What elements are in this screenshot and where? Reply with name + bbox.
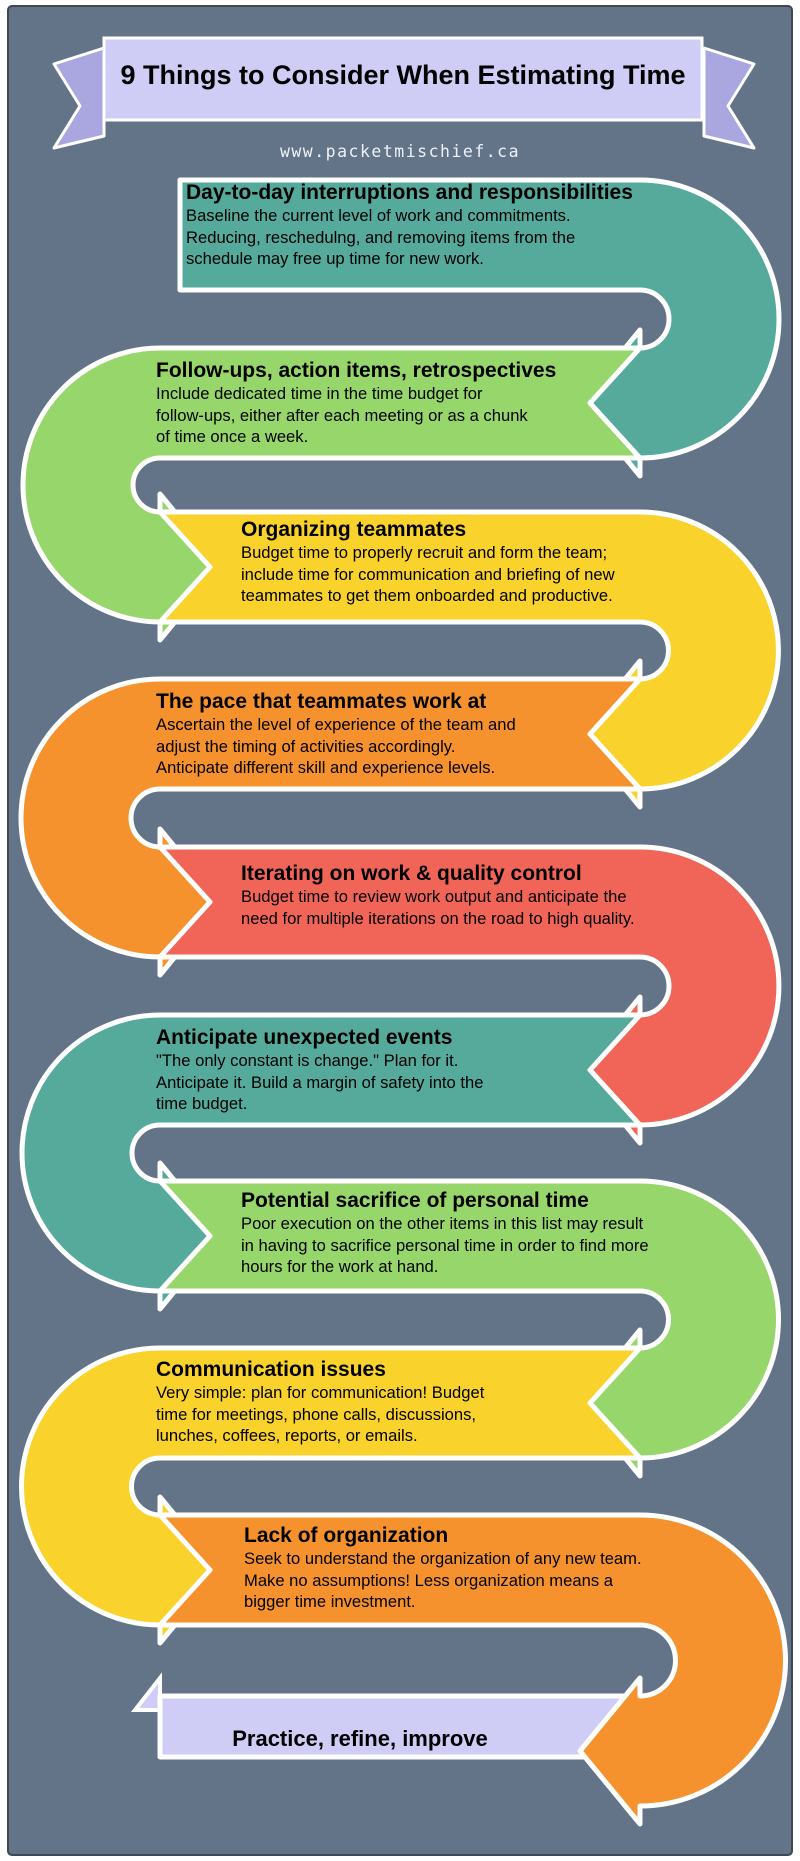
band-9 [157,1512,788,1827]
item-description-line: schedule may free up time for new work. [186,249,484,268]
site-url: www.packetmischief.ca [279,142,521,161]
item-description-line: "The only constant is change." Plan for … [156,1051,459,1070]
band-8 [19,1345,643,1646]
band-3 [157,509,781,810]
item-description-line: Anticipate different skill and experienc… [156,758,496,777]
item-description: Ascertain the level of experience of the… [156,714,516,779]
item-description-line: Budget time to review work output and an… [241,887,627,906]
item-description-line: Budget time to properly recruit and form… [241,543,608,562]
item-title: Iterating on work & quality control [241,862,582,885]
item-description: Budget time to review work output and an… [241,886,635,929]
band-1 [177,177,782,479]
item-description-line: Seek to understand the organization of a… [244,1549,642,1568]
item-description: Very simple: plan for communication! Bud… [156,1382,484,1447]
item-description-line: Anticipate it. Build a margin of safety … [156,1072,484,1092]
item-text-6: Anticipate unexpected events "The only co… [156,1026,483,1115]
item-description-line: time for meetings, phone calls, discussi… [156,1404,477,1424]
item-description-line: Include dedicated time in the time budge… [156,384,483,403]
item-description-line: adjust the timing of activities accordin… [156,736,456,756]
item-description-line: Poor execution on the other items in thi… [241,1214,644,1233]
band-2 [20,345,643,643]
item-text-1: Day-to-day interruptions and responsibil… [186,181,633,270]
item-text-4: The pace that teammates work at Ascertain… [156,690,516,779]
band-7 [157,1178,781,1479]
closing-label: Practice, refine, improve [232,1726,488,1751]
item-description-line: bigger time investment. [244,1592,416,1611]
page-title: 9 Things to Consider When Estimating Tim… [120,60,686,90]
item-description-line: of time once a week. [156,427,309,446]
item-description-line: Make no assumptions! Less organization m… [244,1570,613,1590]
band-5 [157,844,782,1146]
item-description-line: Baseline the current level of work and c… [186,206,571,225]
item-description-line: teammates to get them onboarded and prod… [241,586,613,605]
item-title: Lack of organization [244,1524,449,1547]
item-description-line: Very simple: plan for communication! Bud… [156,1383,485,1402]
item-description: Baseline the current level of work and c… [186,205,633,270]
item-description-line: need for multiple iterations on the road… [241,908,635,928]
item-description-line: include time for communication and brief… [241,564,615,584]
item-description-line: lunches, coffees, reports, or emails. [156,1426,418,1445]
item-text-2: Follow-ups, action items, retrospectives… [156,359,556,448]
item-description: "The only constant is change." Plan for … [156,1050,483,1115]
item-description-line: time budget. [156,1094,248,1113]
item-description-line: Reducing, reschedulng, and removing item… [186,227,576,247]
item-description: Include dedicated time in the time budge… [156,383,556,448]
item-title: Potential sacrifice of personal time [241,1189,589,1212]
item-title: Anticipate unexpected events [156,1026,453,1049]
title-banner [52,36,756,150]
item-title: Organizing teammates [241,518,467,541]
item-description: Seek to understand the organization of a… [244,1548,642,1613]
item-description: Poor execution on the other items in thi… [241,1213,649,1278]
item-description-line: hours for the work at hand. [241,1257,439,1276]
item-title: Follow-ups, action items, retrospectives [156,359,557,382]
item-title: Day-to-day interruptions and responsibil… [186,181,633,204]
band-4 [18,676,643,978]
item-title: The pace that teammates work at [156,690,487,713]
item-title: Communication issues [156,1358,386,1381]
item-description-line: in having to sacrifice personal time in … [241,1235,649,1255]
item-description: Budget time to properly recruit and form… [241,542,615,607]
item-description-line: Ascertain the level of experience of the… [156,715,516,734]
band-6 [19,1012,643,1312]
item-description-line: follow-ups, either after each meeting or… [156,405,528,425]
